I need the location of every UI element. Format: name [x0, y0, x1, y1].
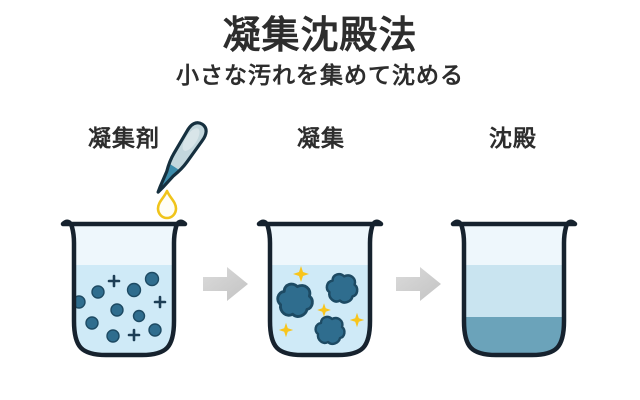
droplet-icon	[156, 189, 178, 220]
beaker-coagulant	[59, 219, 189, 361]
arrow-right-icon	[203, 267, 248, 301]
particle-dots	[72, 271, 162, 343]
water-layer	[63, 265, 185, 356]
beaker-sedimentation	[449, 219, 579, 361]
beaker-coagulation	[255, 219, 385, 361]
stage-label-sedimentation: 沈殿	[489, 125, 537, 151]
page-title: 凝集沈殿法	[222, 15, 418, 57]
plus-marks	[107, 274, 167, 342]
page-subtitle: 小さな汚れを集めて沈める	[176, 62, 464, 88]
dropper-tip	[150, 157, 190, 198]
clear-water-layer	[453, 265, 575, 317]
dropper-icon	[137, 112, 219, 211]
stage-label-coagulant: 凝集剤	[88, 125, 160, 151]
stage-label-coagulation: 凝集	[297, 125, 345, 151]
arrow-right-icon	[396, 267, 441, 301]
